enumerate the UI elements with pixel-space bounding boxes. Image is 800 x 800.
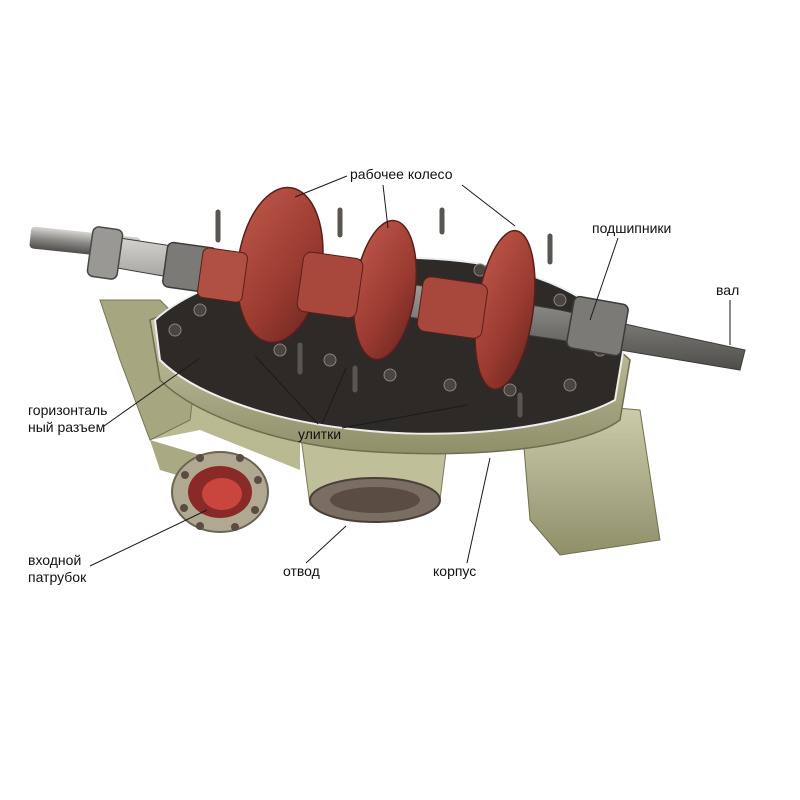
leader-volutes-3 (341, 404, 468, 429)
leader-volutes-2 (321, 367, 347, 425)
inlet-pipe (171, 451, 269, 533)
leader-lines (89, 175, 731, 567)
label-impeller: рабочее колесо (350, 166, 453, 182)
leader-impeller-1 (294, 175, 348, 198)
label-inlet-pipe: входной патрубок (28, 552, 87, 585)
label-volutes: улитки (298, 426, 342, 442)
leader-impeller-3 (461, 184, 516, 227)
leader-split (103, 357, 201, 427)
leader-impeller-2 (382, 184, 389, 229)
impellers (197, 186, 536, 391)
leader-casing (466, 457, 491, 564)
label-horizontal-split: горизонталь ный разъем (28, 402, 108, 435)
label-outlet: отвод (283, 563, 320, 579)
leader-bearings (589, 237, 619, 321)
leader-volutes-1 (254, 355, 319, 425)
leader-inlet (89, 509, 208, 567)
label-shaft: вал (716, 282, 740, 298)
label-casing: корпус (433, 563, 477, 579)
label-bearings: подшипники (592, 220, 672, 236)
leader-outlet (305, 525, 347, 564)
